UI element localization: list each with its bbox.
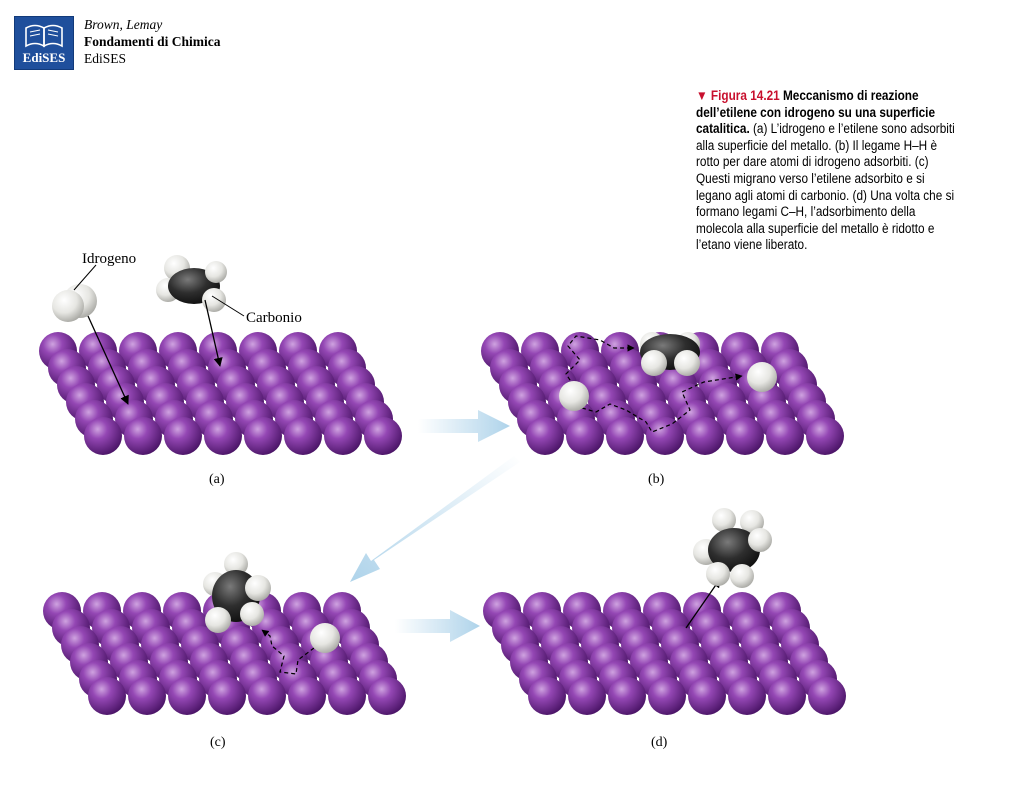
process-arrow-b-to-c bbox=[350, 456, 520, 582]
figure-caption: ▼ Figura 14.21 Meccanismo di reazione de… bbox=[696, 88, 958, 254]
hydrogen-migration-path-b1 bbox=[565, 335, 635, 387]
edises-logo: EdiSES bbox=[14, 16, 74, 70]
metal-atom bbox=[808, 677, 846, 715]
metal-atom bbox=[606, 417, 644, 455]
hydrogen-migration-path-c bbox=[261, 629, 315, 675]
figure-number: ▼ Figura 14.21 bbox=[696, 88, 780, 103]
metal-atom bbox=[368, 677, 406, 715]
hydrogen-molecule-a bbox=[52, 284, 97, 322]
metal-atom bbox=[88, 677, 126, 715]
panel-label-b: (b) bbox=[648, 472, 665, 487]
metal-atom bbox=[288, 677, 326, 715]
book-icon bbox=[25, 24, 63, 48]
metal-atom bbox=[728, 677, 766, 715]
metal-atom bbox=[324, 417, 362, 455]
metal-atom bbox=[284, 417, 322, 455]
hydrogen-atom-b1 bbox=[559, 381, 589, 411]
metal-atom bbox=[686, 417, 724, 455]
partially-hydrogenated-molecule-c bbox=[203, 552, 271, 633]
hydrogen-label-leader bbox=[73, 264, 97, 291]
ethane-molecule-d bbox=[693, 508, 772, 588]
carbon-label: Carbonio bbox=[246, 310, 302, 326]
publisher-info: Brown, Lemay Fondamenti di Chimica EdiSE… bbox=[84, 16, 221, 67]
metal-atom bbox=[726, 417, 764, 455]
metal-atom bbox=[766, 417, 804, 455]
panel-label-c: (c) bbox=[210, 735, 226, 750]
metal-atom bbox=[164, 417, 202, 455]
ethane-desorption-arrow bbox=[685, 578, 721, 629]
process-arrow-a-to-b bbox=[418, 410, 510, 442]
hydrogen-atom-c bbox=[310, 623, 340, 653]
metal-atom bbox=[806, 417, 844, 455]
hydrogen-atom-b2 bbox=[747, 362, 777, 392]
caption-body: (a) L’idrogeno e l’etilene sono adsorbit… bbox=[696, 121, 955, 253]
metal-atom bbox=[168, 677, 206, 715]
book-title: Fondamenti di Chimica bbox=[84, 34, 221, 49]
metal-atom bbox=[364, 417, 402, 455]
ethylene-adsorption-arrow bbox=[204, 299, 223, 367]
process-arrow-c-to-d bbox=[395, 610, 480, 642]
metal-atom bbox=[328, 677, 366, 715]
metal-atom bbox=[568, 677, 606, 715]
metal-atom bbox=[608, 677, 646, 715]
metal-atom bbox=[84, 417, 122, 455]
hydrogen-label: Idrogeno bbox=[82, 251, 136, 267]
authors: Brown, Lemay bbox=[84, 17, 163, 32]
caption-title: Meccanismo di reazione dell’etilene con … bbox=[696, 88, 936, 137]
metal-atom bbox=[526, 417, 564, 455]
panel-label-d: (d) bbox=[651, 735, 668, 750]
metal-atom bbox=[208, 677, 246, 715]
metal-atom bbox=[128, 677, 166, 715]
metal-atom bbox=[528, 677, 566, 715]
ethylene-molecule-a bbox=[156, 255, 227, 312]
metal-atom bbox=[566, 417, 604, 455]
metal-atom bbox=[248, 677, 286, 715]
hydrogen-migration-path-b2 bbox=[581, 373, 743, 433]
metal-atom bbox=[124, 417, 162, 455]
metal-atom bbox=[646, 417, 684, 455]
metal-atom bbox=[204, 417, 242, 455]
metal-atom bbox=[244, 417, 282, 455]
panel-label-a: (a) bbox=[209, 472, 225, 487]
metal-atom bbox=[768, 677, 806, 715]
publisher-name: EdiSES bbox=[84, 51, 127, 66]
hydrogen-adsorption-arrow bbox=[87, 315, 129, 405]
logo-text: EdiSES bbox=[22, 50, 66, 65]
metal-surface-a bbox=[39, 332, 402, 455]
metal-atom bbox=[688, 677, 726, 715]
metal-atom bbox=[648, 677, 686, 715]
metal-surface-d bbox=[483, 592, 846, 715]
ethylene-molecule-b bbox=[640, 332, 700, 376]
carbon-label-leader bbox=[211, 295, 245, 317]
